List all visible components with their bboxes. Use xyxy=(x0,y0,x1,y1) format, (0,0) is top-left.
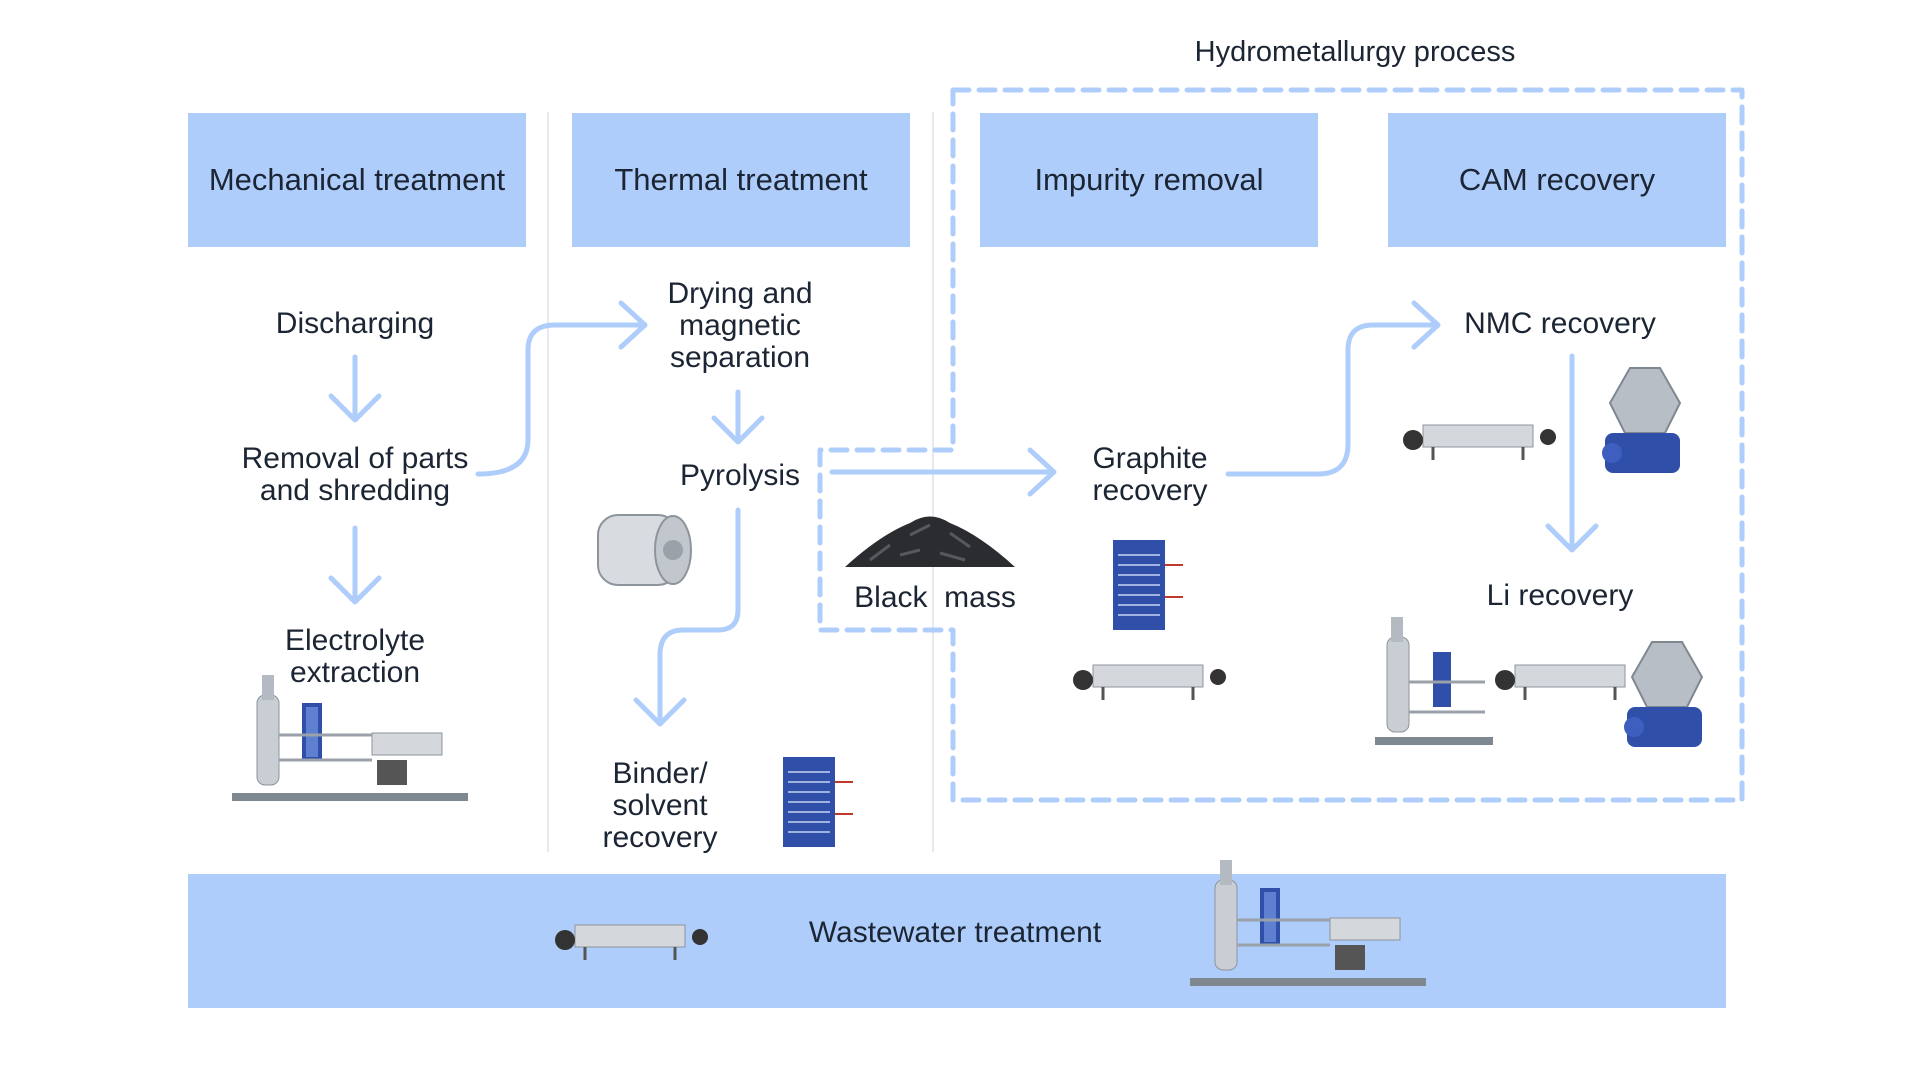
black-mass-pile-icon xyxy=(845,516,1015,567)
plate-heat-exchanger-icon xyxy=(783,757,853,847)
hydrometallurgy-title: Hydrometallurgy process xyxy=(1194,36,1516,68)
header-impurity-removal: Impurity removal xyxy=(980,113,1318,247)
header-impurity-label: Impurity removal xyxy=(1034,162,1264,197)
evaporator-unit-icon xyxy=(1375,617,1493,745)
column-divider-1 xyxy=(547,112,549,852)
step-binder-line-3: recovery xyxy=(602,821,718,854)
step-electrolyte-line-2: extraction xyxy=(289,656,421,689)
plate-heat-exchanger-icon xyxy=(1113,540,1183,630)
column-divider-2 xyxy=(932,112,934,852)
evaporator-unit-icon xyxy=(1190,860,1426,986)
hydrometallurgy-boundary xyxy=(817,87,1745,803)
step-removal-shredding: Removal of parts and shredding xyxy=(205,443,505,507)
header-mechanical-treatment: Mechanical treatment xyxy=(188,113,526,247)
decanter-centrifuge-icon xyxy=(1403,424,1556,460)
step-discharging: Discharging xyxy=(275,307,435,340)
header-thermal-treatment: Thermal treatment xyxy=(572,113,910,247)
step-graphite-line-2: recovery xyxy=(1092,474,1208,507)
step-drying-line-3: separation xyxy=(669,341,811,374)
header-cam-label: CAM recovery xyxy=(1458,162,1656,197)
decanter-centrifuge-icon xyxy=(1073,664,1226,700)
separator-centrifuge-icon xyxy=(1624,641,1704,747)
step-drying-magnetic: Drying and magnetic separation xyxy=(590,278,890,374)
evaporator-unit-icon xyxy=(232,675,468,801)
step-drying-line-1: Drying and xyxy=(667,277,813,310)
arrow-removal-to-drying xyxy=(475,322,646,477)
header-cam-recovery: CAM recovery xyxy=(1388,113,1726,247)
heat-exchanger-icon xyxy=(597,514,692,586)
wastewater-treatment-label: Wastewater treatment xyxy=(808,916,1102,949)
step-black-mass: Black mass xyxy=(854,581,1016,614)
step-drying-line-2: magnetic xyxy=(679,309,801,342)
step-electrolyte-extraction: Electrolyte extraction xyxy=(205,625,505,689)
decanter-centrifuge-icon xyxy=(555,924,708,960)
step-graphite-line-1: Graphite xyxy=(1092,442,1208,475)
separator-centrifuge-icon xyxy=(1602,367,1682,473)
step-binder-line-1: Binder/ xyxy=(612,757,708,790)
step-electrolyte-line-1: Electrolyte xyxy=(284,624,426,657)
header-mechanical-label: Mechanical treatment xyxy=(208,162,506,197)
step-li-recovery: Li recovery xyxy=(1486,579,1634,612)
arrow-pyrolysis-to-binder xyxy=(657,507,741,723)
decanter-centrifuge-icon xyxy=(1495,664,1648,700)
step-nmc-recovery: NMC recovery xyxy=(1464,307,1656,340)
step-pyrolysis: Pyrolysis xyxy=(679,459,800,492)
step-graphite-recovery: Graphite recovery xyxy=(1000,443,1300,507)
step-binder-solvent: Binder/ solvent recovery xyxy=(510,758,810,854)
step-removal-line-2: and shredding xyxy=(259,474,451,507)
arrow-graphite-to-nmc xyxy=(1225,322,1438,477)
header-thermal-label: Thermal treatment xyxy=(614,162,868,197)
wastewater-treatment-bar xyxy=(188,874,1726,1008)
step-removal-line-1: Removal of parts xyxy=(241,442,469,475)
step-binder-line-2: solvent xyxy=(612,789,708,822)
